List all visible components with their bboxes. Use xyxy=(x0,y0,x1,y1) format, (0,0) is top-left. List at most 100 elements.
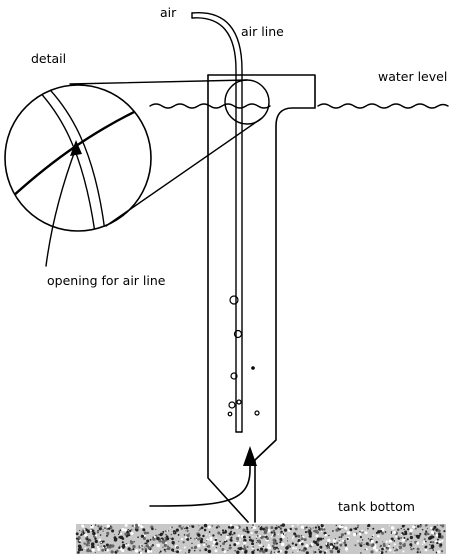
gravel-speck xyxy=(158,551,161,554)
gravel-speck xyxy=(140,534,145,538)
gravel-speck xyxy=(113,534,115,536)
gravel-speck xyxy=(400,533,403,536)
gravel-speck xyxy=(142,524,144,526)
gravel-speck xyxy=(379,552,382,554)
gravel-speck xyxy=(252,545,255,548)
gravel-speck xyxy=(88,544,90,547)
gravel-speck xyxy=(171,541,175,545)
gravel-speck xyxy=(325,550,328,553)
gravel-speck xyxy=(312,527,314,529)
gravel-speck xyxy=(437,529,441,533)
gravel-speck xyxy=(79,533,81,535)
gravel-speck xyxy=(329,542,334,547)
gravel-speck xyxy=(393,531,397,534)
gravel-speck xyxy=(236,550,240,554)
gravel-speck xyxy=(211,544,215,547)
gravel-speck xyxy=(164,538,167,542)
gravel-speck xyxy=(338,548,341,551)
gravel-speck xyxy=(202,534,205,538)
gravel-speck xyxy=(170,533,173,536)
gravel-speck xyxy=(171,537,174,541)
gravel-speck xyxy=(183,546,186,549)
gravel-speck xyxy=(363,543,365,546)
gravel-speck xyxy=(270,536,273,538)
gravel-speck xyxy=(413,547,415,550)
gravel-speck xyxy=(343,541,347,545)
gravel-speck xyxy=(297,540,299,543)
gravel-speck xyxy=(375,541,378,544)
gravel-speck xyxy=(280,530,283,533)
gravel-speck xyxy=(193,549,196,552)
gravel-speck xyxy=(419,532,422,535)
gravel-speck xyxy=(294,527,297,530)
gravel-speck xyxy=(207,544,211,548)
gravel-speck xyxy=(169,527,172,529)
gravel-speck xyxy=(203,523,208,528)
gravel-speck xyxy=(367,538,370,540)
gravel-speck xyxy=(349,528,353,532)
gravel-speck xyxy=(390,537,394,541)
gravel-speck xyxy=(214,538,218,542)
gravel-speck xyxy=(243,541,247,545)
gravel-speck xyxy=(85,528,88,532)
gravel-speck xyxy=(185,530,187,532)
gravel-speck xyxy=(139,551,143,554)
gravel-speck xyxy=(395,535,398,538)
gravel-speck xyxy=(431,534,433,536)
gravel-speck xyxy=(441,524,445,528)
gravel-speck xyxy=(379,546,381,548)
gravel-speck xyxy=(368,525,371,527)
gravel-speck xyxy=(277,533,279,535)
gravel-speck xyxy=(106,548,109,552)
gravel-speck xyxy=(109,526,113,530)
gravel-speck xyxy=(124,528,128,532)
gravel-speck xyxy=(116,549,119,552)
gravel-speck xyxy=(85,543,89,547)
gravel-speck xyxy=(90,542,95,546)
label-detail: detail xyxy=(31,51,66,66)
gravel-speck xyxy=(217,531,221,535)
gravel-speck xyxy=(284,550,288,554)
gravel-speck xyxy=(127,543,130,546)
gravel-speck xyxy=(354,527,358,531)
gravel-speck xyxy=(142,537,146,540)
gravel-speck xyxy=(100,541,103,544)
gravel-speck xyxy=(242,528,246,532)
gravel-speck xyxy=(166,537,170,541)
gravel-speck xyxy=(232,534,234,536)
gravel-speck xyxy=(134,549,139,553)
gravel-speck xyxy=(207,549,212,554)
gravel-speck xyxy=(315,534,319,538)
gravel-speck xyxy=(255,541,258,544)
detail-circle xyxy=(4,84,152,232)
gravel-speck xyxy=(358,542,361,545)
gravel-speck xyxy=(149,538,152,541)
gravel-speck xyxy=(361,529,364,532)
gravel-speck xyxy=(120,532,123,535)
gravel-speck xyxy=(219,545,222,547)
gravel-speck xyxy=(297,524,299,526)
gravel-speck xyxy=(188,551,190,554)
gravel-speck xyxy=(159,550,162,553)
gravel-speck xyxy=(318,548,320,551)
gravel-speck xyxy=(272,529,276,533)
gravel-speck xyxy=(429,543,431,546)
gravel-speck xyxy=(118,536,121,539)
gravel-speck xyxy=(203,528,207,532)
gravel-speck xyxy=(245,526,249,529)
gravel-speck xyxy=(394,550,396,552)
gravel-speck xyxy=(436,541,439,545)
gravel-speck xyxy=(274,526,278,530)
gravel-speck xyxy=(165,535,169,538)
gravel-speck xyxy=(416,541,420,545)
gravel-speck xyxy=(251,543,254,546)
gravel-speck xyxy=(90,525,93,527)
gravel-speck xyxy=(241,549,244,552)
gravel-speck xyxy=(262,535,266,538)
gravel-speck xyxy=(121,541,124,544)
gravel-speck xyxy=(401,538,405,542)
gravel-speck xyxy=(380,532,383,534)
gravel-speck xyxy=(117,533,120,535)
gravel-speck xyxy=(188,549,191,552)
gravel-speck xyxy=(227,549,229,552)
